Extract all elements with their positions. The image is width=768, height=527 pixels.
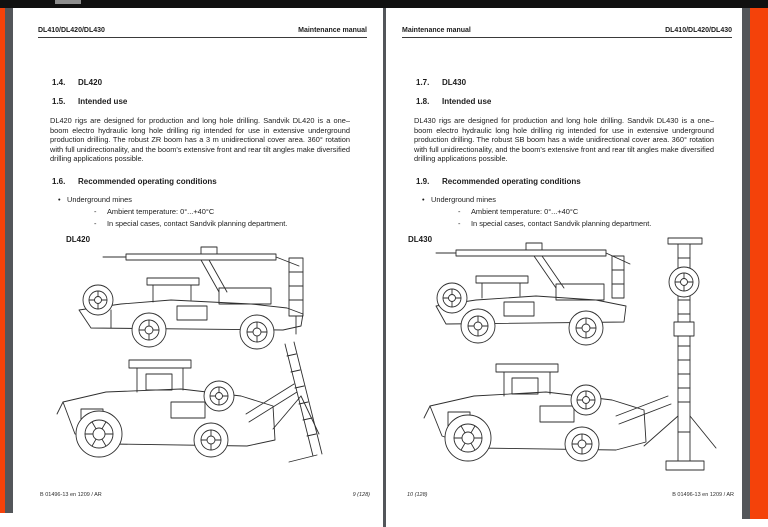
page-content: 1.4. DL420 1.5. Intended use DL420 rigs … [50,79,350,228]
intended-use-paragraph: DL430 rigs are designed for production a… [414,116,714,164]
page-footer: B 01496-13 en 1209 / AR 9 (128) [40,492,370,499]
sub-bullet-text: Ambient temperature: 0°...+40°C [107,206,215,216]
figure-dl420-drawings [56,246,323,463]
section-heading-model: 1.7. DL430 [414,79,714,87]
header-right-text: Maintenance manual [298,27,367,34]
bullet-text: Underground mines [431,194,496,204]
figure-label: DL430 [408,235,433,244]
dash-marker: - [94,218,97,228]
next-page-edge[interactable] [750,8,768,519]
sub-bullet-item: - In special cases, contact Sandvik plan… [414,219,714,228]
bullet-marker: • [58,194,61,204]
drill-mast-drawing [643,237,717,471]
dash-marker: - [94,206,97,216]
previous-page-edge[interactable] [0,8,5,513]
section-number: 1.6. [52,176,66,186]
bullet-text: Underground mines [67,194,132,204]
footer-page-number: 10 (128) [407,492,428,498]
bullet-item: • Underground mines [414,195,714,204]
page-content: 1.7. DL430 1.8. Intended use DL430 rigs … [414,79,714,228]
dash-marker: - [458,206,461,216]
sub-bullet-item: - In special cases, contact Sandvik plan… [50,219,350,228]
sub-bullet-item: - Ambient temperature: 0°...+40°C [414,207,714,216]
section-title: DL420 [78,78,103,87]
section-title: DL430 [442,78,467,87]
footer-doc-code: B 01496-13 en 1209 / AR [672,492,734,498]
footer-doc-code: B 01496-13 en 1209 / AR [40,492,102,498]
machine-top-drawing [435,242,631,346]
section-heading-intended-use: 1.8. Intended use [414,98,714,106]
section-heading-intended-use: 1.5. Intended use [50,98,350,106]
page-right-dl430: Maintenance manual DL410/DL420/DL430 1.7… [386,8,742,527]
sub-bullet-text: Ambient temperature: 0°...+40°C [471,206,579,216]
sub-bullet-item: - Ambient temperature: 0°...+40°C [50,207,350,216]
bullet-marker: • [422,194,425,204]
top-bar [0,0,768,8]
top-bar-notch [55,0,81,4]
section-number: 1.5. [52,97,66,106]
header-left-text: Maintenance manual [402,27,471,34]
section-heading-conditions: 1.9. Recommended operating conditions [414,176,714,186]
machine-top-drawing [78,246,304,350]
footer-page-number: 9 (128) [352,492,370,498]
page-header: DL410/DL420/DL430 Maintenance manual [38,27,367,38]
section-heading-conditions: 1.6. Recommended operating conditions [50,176,350,186]
right-page-shadow [742,8,750,519]
section-title: Intended use [78,97,128,106]
machine-bottom-drawing [423,363,672,462]
section-title: Intended use [442,97,492,106]
spine-divider [383,8,386,527]
dash-marker: - [458,218,461,228]
page-header: Maintenance manual DL410/DL420/DL430 [402,27,732,38]
figure-dl430-drawings [423,237,717,471]
section-title: Recommended operating conditions [78,176,217,186]
bullet-item: • Underground mines [50,195,350,204]
page-footer: 10 (128) B 01496-13 en 1209 / AR [407,492,734,499]
header-right-text: DL410/DL420/DL430 [665,27,732,34]
header-left-text: DL410/DL420/DL430 [38,27,105,34]
section-title: Recommended operating conditions [442,176,581,186]
left-page-shadow [5,8,13,513]
sub-bullet-text: In special cases, contact Sandvik planni… [107,218,288,228]
page-left-dl420: DL410/DL420/DL430 Maintenance manual 1.4… [13,8,383,527]
figure-label: DL420 [66,235,91,244]
section-number: 1.8. [416,97,430,106]
section-number: 1.9. [416,176,430,186]
machine-bottom-drawing [56,341,323,463]
section-heading-model: 1.4. DL420 [50,79,350,87]
intended-use-paragraph: DL420 rigs are designed for production a… [50,116,350,164]
section-number: 1.4. [52,78,66,87]
sub-bullet-text: In special cases, contact Sandvik planni… [471,218,652,228]
section-number: 1.7. [416,78,430,87]
